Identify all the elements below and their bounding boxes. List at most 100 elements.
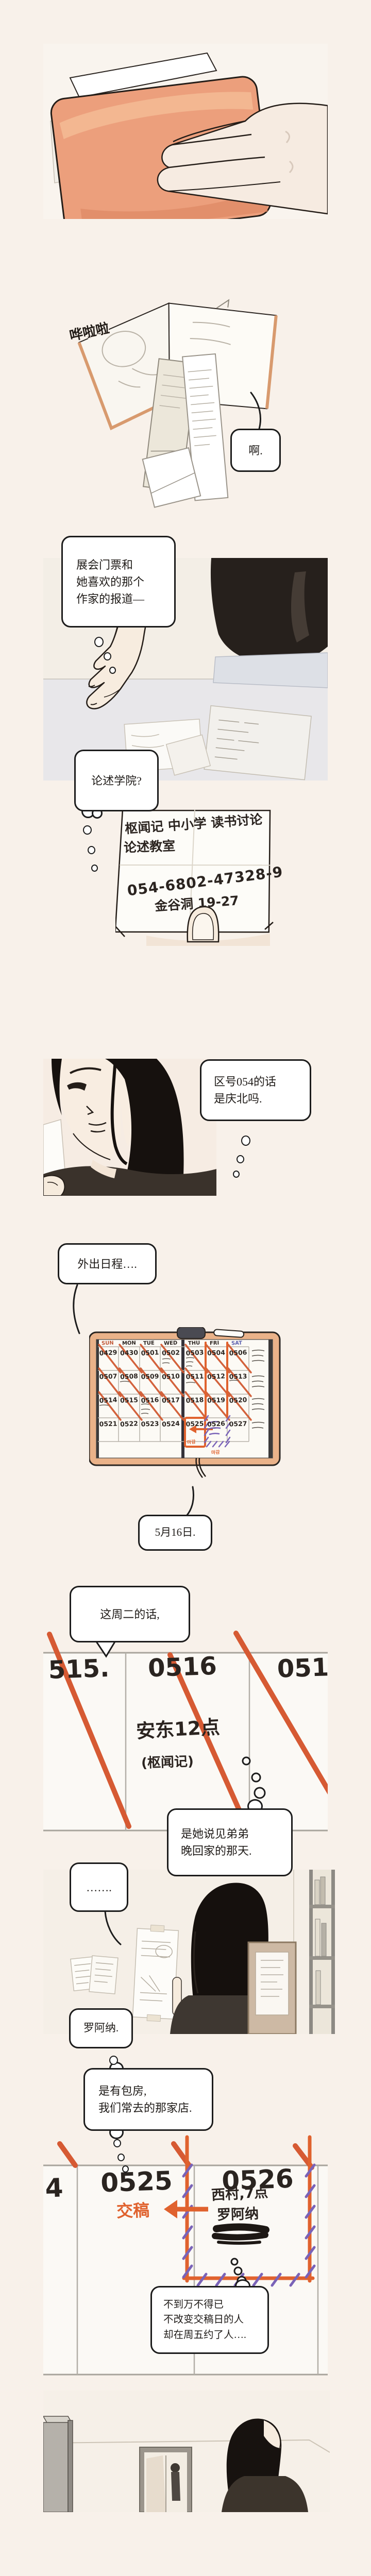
cal-date: 0512 [207, 1372, 226, 1381]
bubble-text: 她喜欢的那个 [76, 575, 145, 588]
woman-walking-illustration [222, 2418, 308, 2512]
cal-date: 0510 [161, 1372, 180, 1381]
thought-dot [241, 1136, 250, 1146]
closeup-date: 4 [44, 2173, 64, 2204]
thought-bubble-academy: 论述学院? [74, 750, 159, 811]
bubble-tail-curve [185, 1486, 194, 1517]
bubble-text: 区号054的话 [214, 1075, 277, 1088]
bookshelf [309, 1870, 335, 2034]
cal-date: 0507 [99, 1372, 117, 1381]
cal-deadline-kr-2: 마감 [211, 1450, 220, 1456]
speech-bubble-brother: 是她说见弟弟 晚回家的那天. [167, 1808, 293, 1876]
cal-day-mon: MON [122, 1340, 137, 1347]
cal-day-fri: FRI [209, 1340, 220, 1347]
cal-date: 0527 [229, 1419, 247, 1428]
cal-date: 0506 [229, 1348, 247, 1357]
cal-day-sun: SUN [101, 1340, 114, 1347]
bubble-text: 罗阿纳. [83, 2022, 119, 2035]
bubble-text: 这周二的话, [100, 1607, 160, 1621]
cal-date: 0429 [99, 1348, 117, 1357]
illegible-scribble [99, 1357, 239, 1414]
margin-memo-scribble [251, 1349, 265, 1429]
cal-deadline-kr: 마감 [187, 1439, 196, 1446]
standing-mirror [139, 2447, 192, 2512]
cal-day-sat: SAT [231, 1340, 243, 1347]
closeup-note-1: 西村,7点 [211, 2184, 268, 2204]
thought-bubble-tickets: 展会门票和 她喜欢的那个 作家的报道— [61, 536, 176, 628]
speech-bubble-deadline: 不到万不得已 不改变交稿日的人 却在周五约了人…. [150, 2286, 269, 2354]
bubble-text: 不改变交稿日的人 [163, 2314, 244, 2326]
thought-dot [233, 1171, 240, 1178]
speech-bubble-outing: 外出日程…. [58, 1243, 157, 1284]
cal-day-thu: THU [188, 1340, 200, 1347]
handwritten-note-paper: 枢闻记 中小学 读书讨论 论述教室 054-6802-47328-9 金谷洞 1… [115, 807, 284, 946]
wall-paper-small [89, 1955, 119, 1994]
closeup-deadline: 交稿 [116, 2200, 150, 2222]
speech-bubble-may16: 5月16日. [138, 1515, 212, 1551]
cal-day-wed: WED [163, 1340, 178, 1347]
cal-date: 0515 [120, 1396, 139, 1404]
closeup-note-1: 安东12点 [136, 1716, 221, 1743]
speech-bubble-silence: ……. [70, 1862, 128, 1912]
bubble-text: 是她说见弟弟 [181, 1827, 249, 1840]
cal-date: 0517 [161, 1396, 180, 1404]
red-strike-lines [47, 1631, 328, 1829]
thought-dot [88, 846, 95, 854]
cal-date: 0513 [229, 1372, 247, 1381]
closeup-date: 0525 [100, 2165, 173, 2198]
cal-day-tue: TUE [143, 1340, 155, 1347]
holding-fingers-illustration [43, 1175, 65, 1196]
panel-woman-face [43, 1059, 216, 1196]
bubble-tail [94, 1640, 117, 1658]
thought-dot [94, 637, 104, 647]
cal-date: 0518 [185, 1396, 204, 1404]
thought-dot [117, 2154, 125, 2161]
closeup-note-2: 罗阿纳 [216, 2206, 259, 2224]
thought-bubble-area-code: 区号054的话 是庆北吗. [200, 1059, 311, 1121]
thumb-illustration [187, 906, 220, 943]
bubble-text: ……. [86, 1880, 112, 1894]
wall-paper-large [132, 1924, 179, 2022]
bubble-tail-curve [250, 392, 261, 432]
cal-date: 0523 [141, 1419, 159, 1428]
bubble-text: 外出日程…. [77, 1257, 137, 1270]
closeup-date: 051 [276, 1653, 328, 1684]
panel-room-walking [43, 2391, 330, 2512]
thought-dot [104, 652, 111, 660]
bubble-tail-curve [73, 1284, 80, 1334]
speech-bubble-tuesday: 这周二的话, [70, 1586, 190, 1642]
cal-date: 0521 [99, 1419, 117, 1428]
cal-date: 0524 [161, 1419, 180, 1428]
bubble-text: 不到万不得已 [163, 2299, 224, 2311]
cal-date: 0508 [120, 1372, 139, 1381]
bubble-text: 却在周五约了人…. [163, 2329, 246, 2341]
bubble-text: 晚回家的那天. [181, 1844, 252, 1857]
bubble-text: 是有包房, [98, 2084, 147, 2097]
framed-notice [247, 1941, 297, 2034]
bubble-text: 是庆北吗. [214, 1092, 262, 1105]
bubble-text: 啊. [248, 444, 263, 457]
bubble-text: 我们常去的那家店. [98, 2102, 192, 2114]
note-line-2: 论述教室 [123, 838, 176, 855]
calendar-closeup-0516: 515. 0516 051 安东12点 (枢闻记) [43, 1623, 328, 1839]
panel-hand-on-notebook [43, 44, 328, 219]
speech-bubble-ah: 啊. [230, 429, 281, 472]
hand-illustration [157, 103, 328, 215]
cal-date: 0509 [141, 1372, 159, 1381]
thought-dot [91, 865, 98, 872]
thought-dot [113, 2139, 121, 2147]
cal-date: 0516 [141, 1396, 159, 1404]
thought-dot [109, 667, 116, 674]
bubble-text: 展会门票和 [76, 558, 133, 571]
black-scribble [212, 2223, 269, 2245]
panel-open-notebook [77, 299, 278, 508]
deadline-arrow [164, 2200, 208, 2218]
cal-date: 0502 [161, 1348, 180, 1357]
thought-dot [237, 1155, 244, 1163]
thought-dot [122, 2165, 129, 2173]
wardrobe [43, 2416, 73, 2512]
cal-date: 0501 [141, 1348, 159, 1357]
closeup-note-2: (枢闻记) [141, 1754, 194, 1771]
thought-dot [83, 825, 92, 835]
cal-date: 0525 [185, 1419, 204, 1428]
